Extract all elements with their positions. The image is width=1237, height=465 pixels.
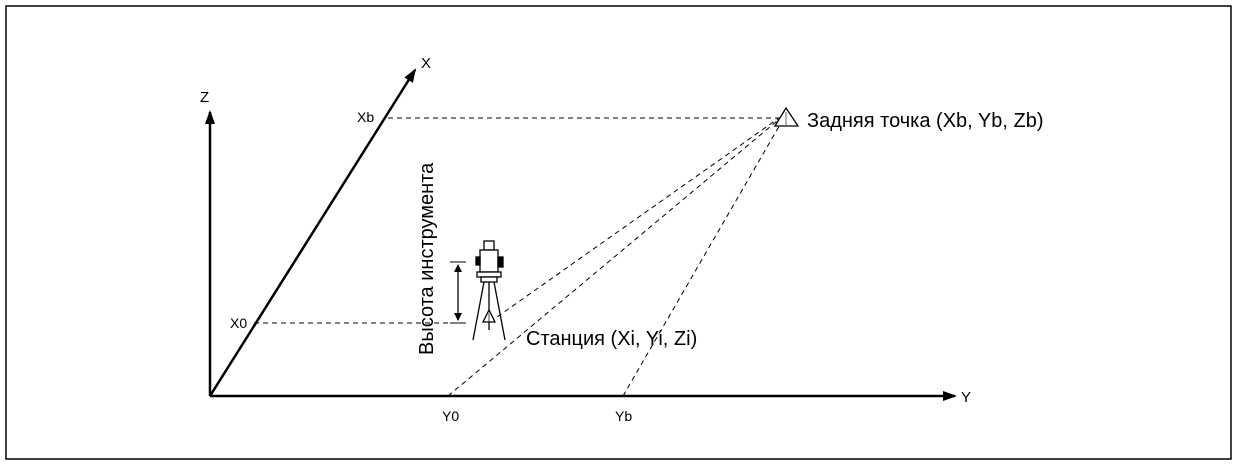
tick-xb: Xb (357, 109, 374, 125)
tick-yb: Yb (615, 408, 632, 424)
station-label: Станция (Xi, Yi, Zi) (526, 328, 697, 350)
tick-x0: X0 (230, 315, 247, 331)
y-axis-label: Y (961, 389, 971, 406)
diagram-frame (5, 5, 1232, 460)
x-axis (208, 68, 417, 397)
backsight-label: Задняя точка (Xb, Yb, Zb) (807, 110, 1044, 132)
guide-yb-diagonal (622, 115, 786, 397)
total-station-tripod-icon (472, 240, 506, 341)
tick-y0: Y0 (442, 408, 459, 424)
instrument-height-label: Высота инструмента (416, 162, 438, 355)
z-axis-label: Z (200, 89, 209, 106)
instrument-height-dimension (450, 261, 466, 324)
guide-station-sight (489, 117, 780, 323)
triangle-target-icon (773, 106, 800, 127)
guide-y0-diagonal (447, 115, 784, 397)
dashed-guides (254, 115, 786, 397)
x-axis-label: X (421, 55, 431, 72)
